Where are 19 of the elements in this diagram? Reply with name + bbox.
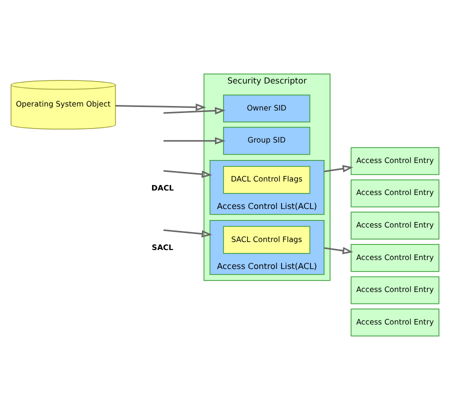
arrow [324,164,354,172]
arrow [324,246,354,254]
arrow [163,170,212,178]
node-box: SACL Control Flags [223,226,310,254]
arrow [163,106,226,114]
node-box: Access Control Entry [350,211,440,240]
arrow [164,136,226,144]
node-box: Group SID [223,126,310,154]
arrow [115,103,206,110]
node-box: Access Control Entry [350,308,440,336]
node-box: Access Control Entry [350,146,440,174]
label: SACL [152,242,174,252]
label: DACL [151,183,174,192]
node-box: Access Control Entry [350,178,440,207]
arrow [163,228,212,237]
node-box: Access Control Entry [350,276,440,304]
node-box: Owner SID [223,94,310,122]
node-box: Access Control Entry [350,244,440,272]
node-box: DACL Control Flags [223,165,310,194]
